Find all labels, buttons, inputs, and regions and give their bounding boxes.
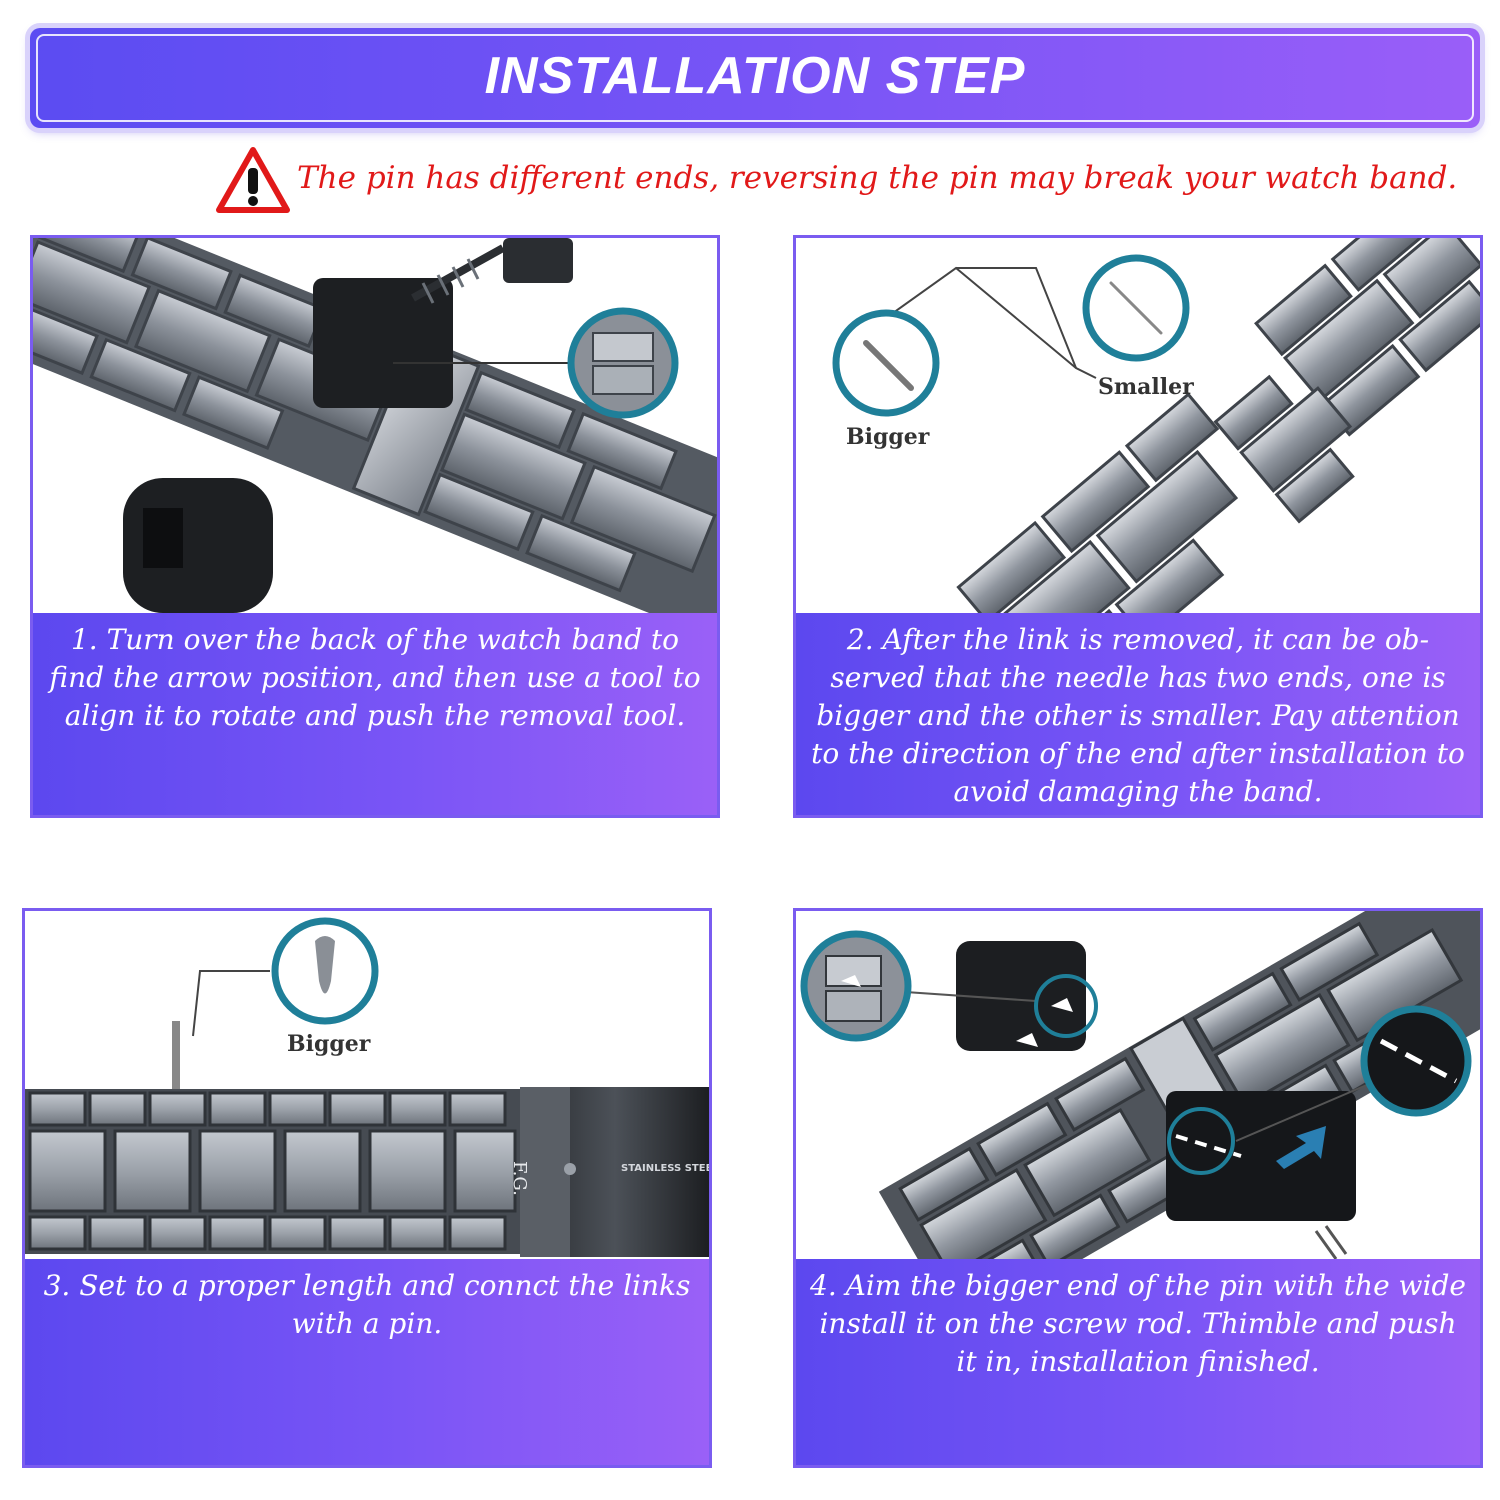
step-1-caption-text: 1. Turn over the back of the watch band … — [49, 623, 701, 732]
watch-band-tool-illustration — [33, 238, 717, 613]
pin-insertion-illustration — [796, 911, 1480, 1259]
assembled-band-illustration — [25, 911, 709, 1259]
step-4-caption: 4. Aim the bigger end of the pin with th… — [796, 1259, 1480, 1465]
removed-link-illustration — [796, 238, 1480, 613]
step-2-photo: Bigger Smaller — [796, 238, 1480, 613]
warning-text: The pin has different ends, reversing th… — [297, 160, 1458, 196]
step-1-caption: 1. Turn over the back of the watch band … — [33, 613, 717, 815]
bigger-label: Bigger — [846, 424, 930, 450]
header-banner: INSTALLATION STEP — [30, 28, 1480, 128]
warning-line: The pin has different ends, reversing th… — [215, 146, 1457, 216]
step-4-photo — [796, 911, 1480, 1259]
stainless-steel-engraving: STAINLESS STEEL — [621, 1163, 709, 1174]
bigger-label: Bigger — [287, 1031, 371, 1057]
page-title: INSTALLATION STEP — [484, 47, 1026, 105]
step-4-panel: 4. Aim the bigger end of the pin with th… — [793, 908, 1483, 1468]
smaller-label: Smaller — [1098, 374, 1194, 400]
step-3-panel: Bigger F.G. STAINLESS STEEL 3. Set to a … — [22, 908, 712, 1468]
step-2-caption-text: 2. After the link is removed, it can be … — [811, 623, 1465, 808]
step-4-caption-text: 4. Aim the bigger end of the pin with th… — [810, 1269, 1466, 1378]
step-2-caption: 2. After the link is removed, it can be … — [796, 613, 1480, 815]
step-3-caption-text: 3. Set to a proper length and connct the… — [43, 1269, 691, 1340]
step-2-panel: Bigger Smaller 2. After the link is remo… — [793, 235, 1483, 818]
warning-icon — [216, 147, 290, 213]
step-1-panel: 1. Turn over the back of the watch band … — [30, 235, 720, 818]
step-1-photo — [33, 238, 717, 613]
step-3-caption: 3. Set to a proper length and connct the… — [25, 1259, 709, 1465]
brand-engraving: F.G. — [509, 1161, 530, 1196]
banner-border — [36, 34, 1474, 122]
step-3-photo: Bigger F.G. STAINLESS STEEL — [25, 911, 709, 1259]
